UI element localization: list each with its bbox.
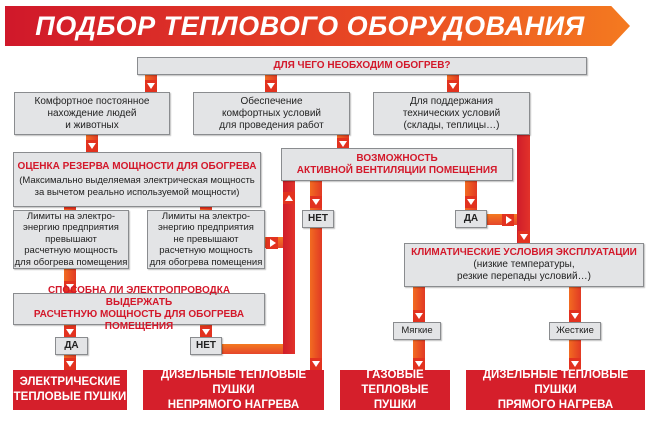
text: для обогрева помещения <box>149 256 263 268</box>
answer-harsh: Жесткие <box>549 322 601 340</box>
text: Мягкие <box>401 325 433 336</box>
arrow-down-icon <box>310 196 322 208</box>
arrow-down-icon <box>569 358 581 370</box>
text: расчетную мощность <box>24 245 118 257</box>
arrow-up-icon <box>283 192 295 204</box>
text: для проведения работ <box>219 119 324 131</box>
text: НЕТ <box>308 213 328 224</box>
arrow-down-icon <box>265 80 277 92</box>
arrow-down-icon <box>200 326 212 338</box>
main-question-box: ДЛЯ ЧЕГО НЕОБХОДИМ ОБОГРЕВ? <box>137 57 587 75</box>
text: ТЕПЛОВЫЕ ПУШКИ <box>361 383 429 411</box>
arrow-down-icon <box>413 358 425 370</box>
arrow-down-icon <box>518 231 530 243</box>
power-reserve-title: ОЦЕНКА РЕЗЕРВА МОЩНОСТИ ДЛЯ ОБОГРЕВА <box>17 160 257 172</box>
text: СПОСОБНА ЛИ ЭЛЕКТРОПРОВОДКА ВЫДЕРЖАТЬ <box>47 285 231 308</box>
arrow-down-icon <box>64 326 76 338</box>
arrow-down-icon <box>337 138 349 150</box>
arrow-down-icon <box>413 310 425 322</box>
text: и животных <box>65 119 119 131</box>
arrow-down-icon <box>447 80 459 92</box>
text: энергию предприятия <box>158 222 254 234</box>
text: Лимиты на электро- <box>161 210 251 222</box>
arrow-down-icon <box>86 140 98 152</box>
text: (склады, теплицы…) <box>403 119 500 131</box>
text: Обеспечение <box>240 95 303 107</box>
text: АКТИВНОЙ ВЕНТИЛЯЦИИ ПОМЕЩЕНИЯ <box>296 164 498 176</box>
text: ЭЛЕКТРИЧЕСКИЕ <box>19 376 121 388</box>
answer-mild: Мягкие <box>393 322 441 340</box>
text: для обогрева помещения <box>14 256 128 268</box>
connector <box>222 344 295 354</box>
arrow-down-icon <box>465 196 477 208</box>
answer-no-wiring: НЕТ <box>190 337 222 355</box>
main-question: ДЛЯ ЧЕГО НЕОБХОДИМ ОБОГРЕВ? <box>273 60 451 71</box>
text: НЕТ <box>196 340 216 351</box>
text: ДИЗЕЛЬНЫЕ ТЕПЛОВЫЕ ПУШКИ <box>160 368 307 396</box>
connector <box>517 135 530 243</box>
text: Жесткие <box>556 325 594 336</box>
text: энергию предприятия <box>23 222 119 234</box>
result-electric-heaters: ЭЛЕКТРИЧЕСКИЕ ТЕПЛОВЫЕ ПУШКИ <box>13 370 127 410</box>
text: ГАЗОВЫЕ <box>366 368 424 381</box>
power-reserve-box: ОЦЕНКА РЕЗЕРВА МОЩНОСТИ ДЛЯ ОБОГРЕВА (Мак… <box>13 152 261 207</box>
text: РАСЧЕТНУЮ МОЩНОСТЬ ДЛЯ ОБОГРЕВА ПОМЕЩЕНИ… <box>33 309 245 332</box>
connector <box>310 181 322 370</box>
text: ДА <box>463 213 479 224</box>
arrow-down-icon <box>64 358 76 370</box>
text: (Максимально выделяемая электрическая мо… <box>19 174 255 186</box>
text: ПРЯМОГО НАГРЕВА <box>497 398 614 411</box>
answer-yes-ventilation: ДА <box>455 210 487 228</box>
text: (низкие температуры, <box>473 259 575 270</box>
arrow-down-icon <box>310 358 322 370</box>
text: ТЕПЛОВЫЕ ПУШКИ <box>13 391 127 403</box>
result-diesel-direct: ДИЗЕЛЬНЫЕ ТЕПЛОВЫЕ ПУШКИ ПРЯМОГО НАГРЕВА <box>466 368 645 411</box>
arrow-down-icon <box>145 80 157 92</box>
text: резкие перепады условий…) <box>457 271 591 282</box>
text: ВОЗМОЖНОСТЬ <box>356 152 438 164</box>
text: нахождение людей <box>47 107 137 119</box>
climate-title: КЛИМАТИЧЕСКИЕ УСЛОВИЯ ЭКСПЛУАТАЦИИ <box>411 247 637 258</box>
text: НЕПРЯМОГО НАГРЕВА <box>167 398 300 411</box>
text: превышают <box>45 233 97 245</box>
text: за вычетом реально используемой мощности… <box>34 186 240 198</box>
text: не превышают <box>173 233 239 245</box>
text: Лимиты на электро- <box>26 210 116 222</box>
arrow-right-icon <box>266 237 278 249</box>
climate-box: КЛИМАТИЧЕСКИЕ УСЛОВИЯ ЭКСПЛУАТАЦИИ(низки… <box>404 243 644 287</box>
text: ДА <box>64 340 79 351</box>
text: Для поддержания <box>409 95 494 107</box>
connector <box>283 181 295 354</box>
text: технических условий <box>402 107 501 119</box>
title-banner: ПОДБОР ТЕПЛОВОГО ОБОРУДОВАНИЯ <box>5 6 630 46</box>
result-gas-heaters: ГАЗОВЫЕ ТЕПЛОВЫЕ ПУШКИ <box>340 368 450 411</box>
text: ДИЗЕЛЬНЫЕ ТЕПЛОВЫЕ ПУШКИ <box>482 368 629 396</box>
result-diesel-indirect: ДИЗЕЛЬНЫЕ ТЕПЛОВЫЕ ПУШКИ НЕПРЯМОГО НАГРЕВ… <box>143 368 324 411</box>
text: расчетную мощность <box>159 245 253 257</box>
arrow-right-icon <box>502 214 514 226</box>
answer-no-ventilation: НЕТ <box>302 210 334 228</box>
page-title: ПОДБОР ТЕПЛОВОГО ОБОРУДОВАНИЯ <box>35 11 585 41</box>
arrow-down-icon <box>569 310 581 322</box>
arrow-down-icon <box>64 281 76 293</box>
answer-yes-wiring: ДА <box>55 337 88 355</box>
text: комфортных условий <box>221 107 321 119</box>
text: Комфортное постоянное <box>34 95 150 107</box>
